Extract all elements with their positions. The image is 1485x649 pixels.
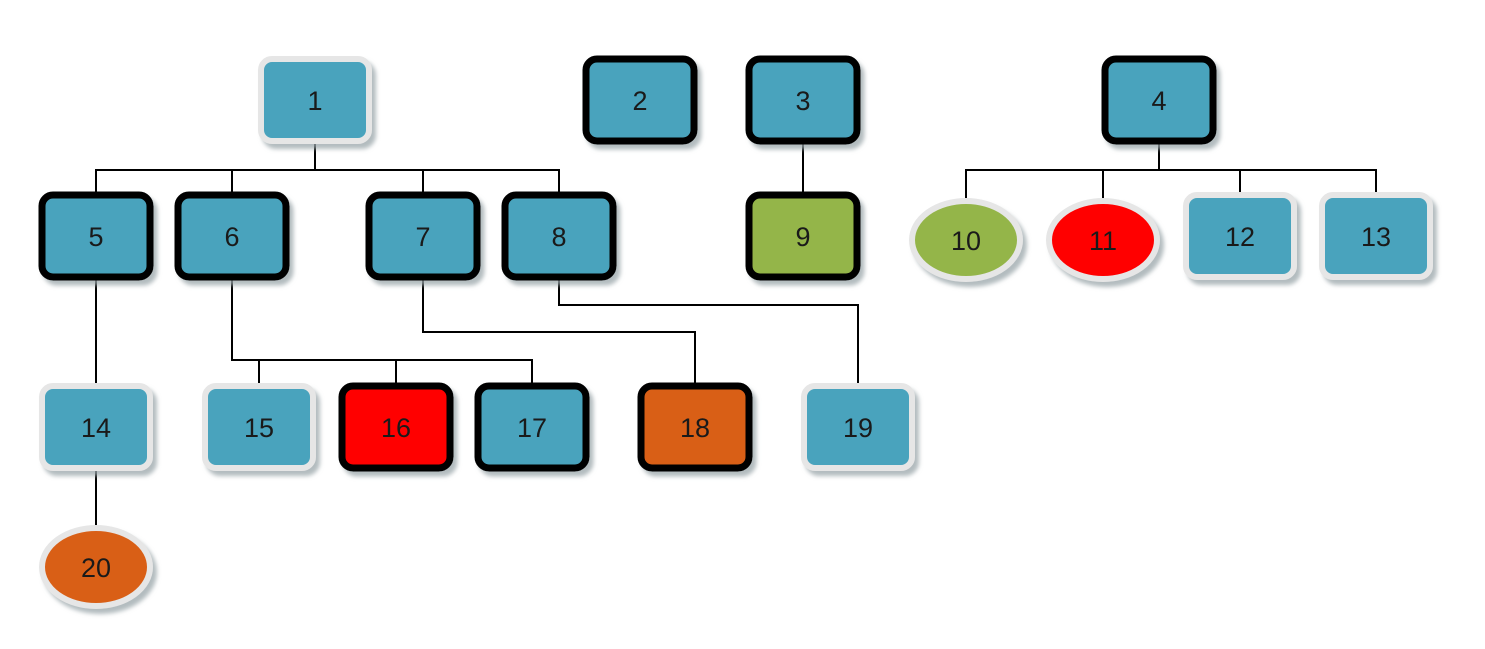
connector-8-to-19 [558, 277, 859, 386]
node-9 [745, 191, 861, 281]
connector-1-to-8 [314, 141, 560, 195]
node-19 [801, 383, 915, 471]
node-18-shape [637, 382, 753, 472]
node-9-label: 9 [795, 222, 810, 252]
node-1 [258, 56, 372, 144]
node-15-shape [202, 383, 316, 471]
node-2-label: 2 [632, 86, 647, 116]
node-6 [174, 191, 290, 281]
node-18 [637, 382, 753, 472]
node-8 [501, 191, 617, 281]
node-17-shape [474, 382, 590, 472]
node-4-label: 4 [1151, 86, 1166, 116]
node-3 [745, 55, 861, 145]
node-19-shape [801, 383, 915, 471]
node-10-shape [909, 198, 1023, 282]
node-17 [474, 382, 590, 472]
connector-7-to-18 [422, 277, 696, 386]
connector-4-to-13 [1158, 141, 1377, 195]
node-14-shape [39, 383, 153, 471]
node-10 [909, 198, 1023, 282]
node-15-label: 15 [244, 413, 274, 443]
connector-6-to-17 [231, 277, 533, 386]
node-18-label: 18 [680, 413, 710, 443]
node-11-shape [1046, 198, 1160, 282]
node-4-shape [1101, 55, 1217, 145]
node-1-shape [258, 56, 372, 144]
connector-4-to-11 [1102, 141, 1160, 199]
node-5 [38, 191, 154, 281]
node-15 [202, 383, 316, 471]
connector-1-to-5 [95, 141, 316, 195]
node-12-shape [1183, 192, 1297, 280]
node-5-label: 5 [88, 222, 103, 252]
connector-1-to-6 [231, 141, 316, 195]
node-7-shape [365, 191, 481, 281]
node-9-shape [745, 191, 861, 281]
node-12 [1183, 192, 1297, 280]
node-20 [39, 525, 153, 609]
node-3-label: 3 [795, 86, 810, 116]
connector-layer [95, 141, 1377, 526]
node-16-label: 16 [381, 413, 411, 443]
node-14 [39, 383, 153, 471]
node-6-shape [174, 191, 290, 281]
node-14-label: 14 [81, 413, 111, 443]
node-20-shape [39, 525, 153, 609]
connector-1-to-7 [314, 141, 424, 195]
node-5-shape [38, 191, 154, 281]
node-4 [1101, 55, 1217, 145]
connector-6-to-16 [231, 277, 397, 386]
node-20-label: 20 [81, 553, 111, 583]
node-6-label: 6 [224, 222, 239, 252]
node-7-label: 7 [415, 222, 430, 252]
node-7 [365, 191, 481, 281]
node-11 [1046, 198, 1160, 282]
node-13-label: 13 [1361, 222, 1391, 252]
node-1-label: 1 [307, 86, 322, 116]
node-11-label: 11 [1089, 226, 1117, 256]
node-3-shape [745, 55, 861, 145]
node-8-label: 8 [551, 222, 566, 252]
node-17-label: 17 [517, 413, 547, 443]
node-13-shape [1319, 192, 1433, 280]
node-16 [338, 382, 454, 472]
node-13 [1319, 192, 1433, 280]
node-12-label: 12 [1225, 222, 1255, 252]
node-2-shape [582, 55, 698, 145]
node-8-shape [501, 191, 617, 281]
connector-4-to-12 [1158, 141, 1241, 195]
node-2 [582, 55, 698, 145]
node-19-label: 19 [843, 413, 873, 443]
node-10-label: 10 [951, 226, 981, 256]
connector-6-to-15 [231, 277, 260, 386]
node-16-shape [338, 382, 454, 472]
